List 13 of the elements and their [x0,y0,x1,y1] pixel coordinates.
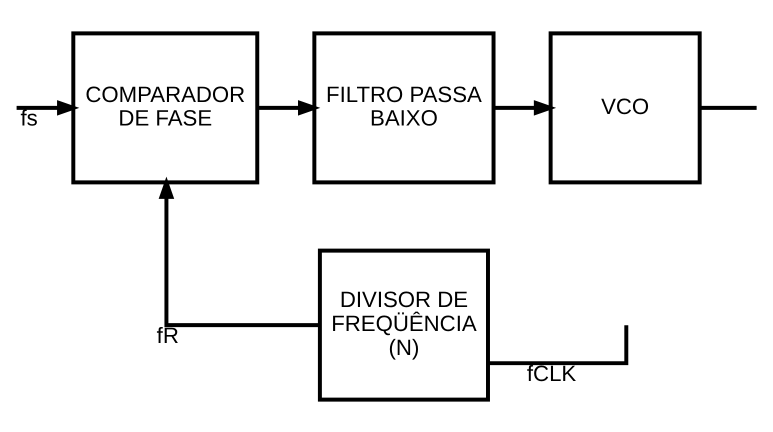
edge-label: fCLK [526,360,576,386]
node-box: FILTRO PASSA BAIXO [312,30,496,184]
arrow [494,100,556,116]
connector [700,105,757,110]
node-box: DIVISOR DE FREQÜÊNCIA (N) [318,248,490,402]
connector [488,324,628,365]
arrow [258,100,320,116]
edge-label: fR [156,322,179,348]
arrow [158,176,320,327]
arrow [16,100,80,116]
node-box: VCO [548,30,702,184]
node-box: COMPARADOR DE FASE [71,30,260,184]
edge-label: fs [20,105,38,130]
